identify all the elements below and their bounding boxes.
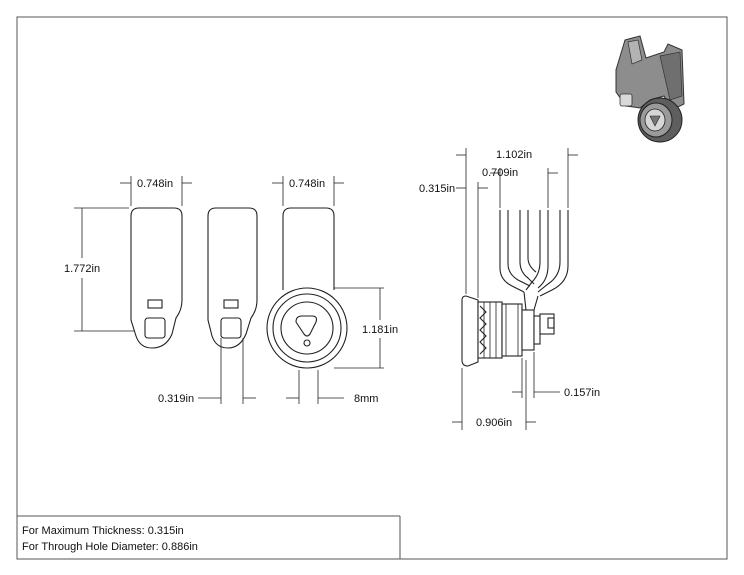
- cam-plate-view-2: [207, 207, 258, 349]
- cam-plate-view-1: [130, 207, 183, 349]
- dim-overall-depth: 1.102in: [496, 149, 532, 161]
- dim-height: 1.772in: [64, 263, 100, 275]
- isometric-preview: [615, 35, 685, 143]
- drawing-border: [16, 16, 728, 560]
- dim-front-width-2: 0.748in: [289, 178, 325, 190]
- lock-side-view: [461, 210, 569, 367]
- dimension-lines: [74, 148, 578, 430]
- lock-face-view: [266, 207, 348, 369]
- dim-max-thickness: 0.315in: [419, 183, 455, 195]
- dim-stud-length: 0.157in: [564, 387, 600, 399]
- note-hole-diameter: For Through Hole Diameter: 0.886in: [22, 541, 198, 553]
- dim-shaft-width: 0.319in: [158, 393, 194, 405]
- note-max-thickness: For Maximum Thickness: 0.315in: [22, 525, 184, 537]
- dim-cam-offset: 0.709in: [482, 167, 518, 179]
- dim-front-width-1: 0.748in: [137, 178, 173, 190]
- dim-key-slot: 8mm: [354, 393, 378, 405]
- dim-face-diameter: 1.181in: [362, 324, 398, 336]
- dim-body-depth: 0.906in: [476, 417, 512, 429]
